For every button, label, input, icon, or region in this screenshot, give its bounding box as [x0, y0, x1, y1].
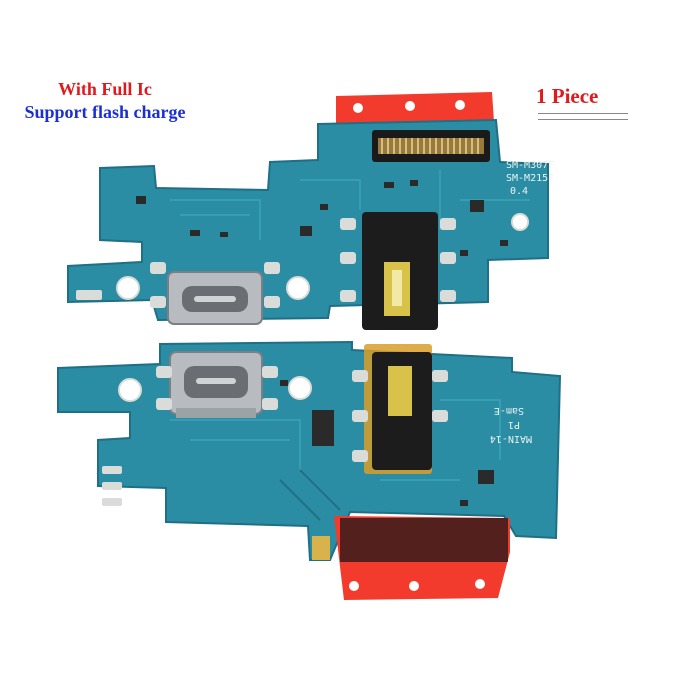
quantity-label: 1 Piece — [536, 84, 599, 108]
silkscreen-model-1: SM-M307F — [506, 160, 554, 171]
silkscreen-version: 0.4 — [510, 186, 528, 197]
bottom-solder-pads — [102, 366, 448, 506]
silkscreen-part: P1 — [508, 419, 520, 430]
bottom-board: MAIN-14 P1 Sam-E — [57, 340, 562, 600]
caption-flash-charge: Support flash charge — [24, 102, 186, 122]
product-caption: With Full Ic Support flash charge — [0, 78, 210, 124]
top-adhesive-tape — [336, 92, 494, 126]
silkscreen-model-2: SM-M215F — [506, 173, 554, 184]
caption-full-ic: With Full Ic — [58, 79, 152, 99]
silkscreen-code: MAIN-14 — [490, 433, 532, 444]
quantity-underline — [538, 113, 628, 120]
silkscreen-brand: Sam-E — [494, 405, 524, 416]
top-solder-pads — [76, 218, 456, 308]
top-board: SM-M307F SM-M215F 0.4 — [67, 92, 554, 330]
